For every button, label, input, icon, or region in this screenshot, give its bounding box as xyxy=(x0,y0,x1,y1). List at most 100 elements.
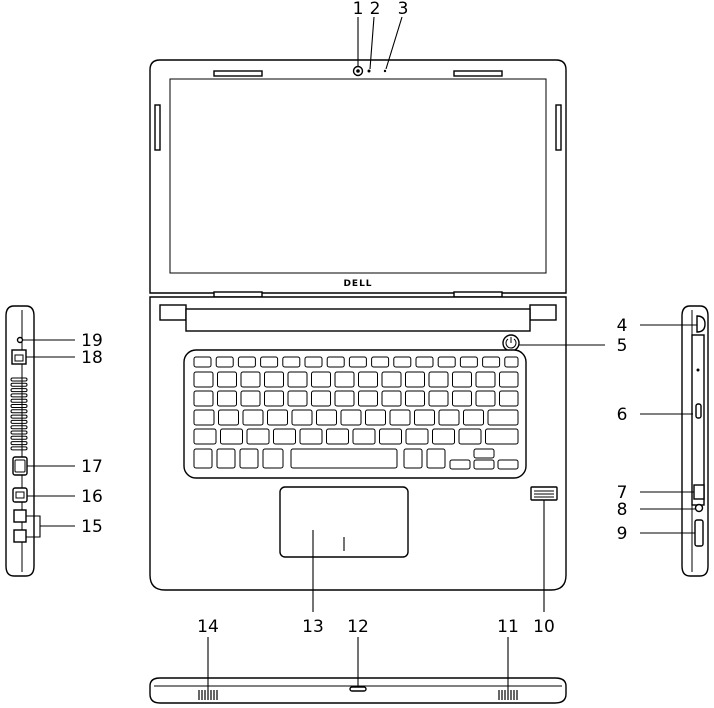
key[interactable] xyxy=(452,371,472,388)
key[interactable] xyxy=(428,371,449,388)
vent-slot xyxy=(10,404,28,408)
key[interactable] xyxy=(291,409,313,426)
antenna-bottom-right xyxy=(453,291,503,298)
key[interactable] xyxy=(504,356,519,368)
key[interactable] xyxy=(193,390,214,407)
key[interactable] xyxy=(405,371,425,388)
vent-slot xyxy=(10,377,28,382)
key[interactable] xyxy=(499,371,519,388)
key[interactable] xyxy=(389,409,411,426)
key[interactable] xyxy=(340,409,362,426)
key[interactable] xyxy=(220,428,243,445)
key[interactable] xyxy=(193,428,217,445)
key[interactable] xyxy=(242,409,264,426)
key[interactable] xyxy=(299,428,323,445)
key[interactable] xyxy=(287,390,308,407)
key[interactable] xyxy=(432,428,455,445)
key[interactable] xyxy=(282,356,301,368)
headset-port-icon xyxy=(694,503,704,513)
leader-3 xyxy=(385,16,403,70)
key[interactable] xyxy=(482,356,501,368)
key[interactable] xyxy=(193,409,215,426)
key[interactable] xyxy=(316,409,337,426)
key[interactable] xyxy=(405,428,429,445)
usb-port-right-icon xyxy=(693,484,705,500)
microphone-icon xyxy=(383,69,387,73)
key[interactable] xyxy=(414,409,435,426)
key[interactable] xyxy=(381,371,402,388)
arrow-key[interactable] xyxy=(473,459,495,470)
vent-slot xyxy=(10,419,28,424)
key[interactable] xyxy=(290,448,398,469)
key[interactable] xyxy=(215,356,234,368)
key[interactable] xyxy=(485,428,519,445)
antenna-right xyxy=(555,104,562,151)
key[interactable] xyxy=(365,409,386,426)
key[interactable] xyxy=(487,409,519,426)
optical-drive-light-icon xyxy=(696,368,700,372)
key[interactable] xyxy=(193,448,213,469)
key[interactable] xyxy=(326,428,349,445)
key[interactable] xyxy=(193,371,214,388)
key[interactable] xyxy=(193,356,212,368)
key[interactable] xyxy=(311,390,331,407)
arrow-key[interactable] xyxy=(473,448,495,459)
key[interactable] xyxy=(264,371,284,388)
key[interactable] xyxy=(352,428,376,445)
key[interactable] xyxy=(358,371,378,388)
key[interactable] xyxy=(348,356,367,368)
key[interactable] xyxy=(459,356,478,368)
key[interactable] xyxy=(458,428,482,445)
optical-drive-eject-button[interactable] xyxy=(695,403,702,419)
key[interactable] xyxy=(334,390,355,407)
arrow-key[interactable] xyxy=(449,459,471,470)
key[interactable] xyxy=(405,390,425,407)
key[interactable] xyxy=(262,448,284,469)
antenna-top-right xyxy=(453,70,503,77)
key[interactable] xyxy=(287,371,308,388)
key[interactable] xyxy=(403,448,423,469)
key[interactable] xyxy=(463,409,484,426)
brand-logo: DELL xyxy=(343,279,372,289)
key[interactable] xyxy=(267,409,288,426)
key[interactable] xyxy=(273,428,296,445)
key[interactable] xyxy=(334,371,355,388)
key[interactable] xyxy=(217,390,237,407)
key[interactable] xyxy=(499,390,519,407)
key[interactable] xyxy=(246,428,270,445)
vent-slot xyxy=(10,446,28,451)
keyboard-keys xyxy=(193,356,519,470)
key[interactable] xyxy=(260,356,279,368)
key[interactable] xyxy=(217,371,237,388)
key[interactable] xyxy=(437,356,456,368)
key[interactable] xyxy=(311,371,331,388)
power-icon xyxy=(505,338,517,349)
key[interactable] xyxy=(264,390,284,407)
key[interactable] xyxy=(379,428,402,445)
leader-2 xyxy=(369,16,375,70)
key[interactable] xyxy=(415,356,434,368)
key[interactable] xyxy=(239,448,259,469)
key[interactable] xyxy=(237,356,256,368)
key[interactable] xyxy=(358,390,378,407)
key[interactable] xyxy=(371,356,390,368)
touchpad[interactable] xyxy=(279,486,409,558)
arrow-key[interactable] xyxy=(497,459,519,470)
callout-16: 16 xyxy=(81,487,103,507)
key[interactable] xyxy=(438,409,460,426)
key[interactable] xyxy=(475,371,496,388)
key[interactable] xyxy=(240,390,261,407)
key[interactable] xyxy=(326,356,345,368)
key[interactable] xyxy=(428,390,449,407)
network-port-inner xyxy=(14,354,24,362)
key[interactable] xyxy=(218,409,239,426)
antenna-left xyxy=(154,104,161,151)
key[interactable] xyxy=(381,390,402,407)
key[interactable] xyxy=(426,448,446,469)
key[interactable] xyxy=(240,371,261,388)
key[interactable] xyxy=(216,448,236,469)
key[interactable] xyxy=(475,390,496,407)
key[interactable] xyxy=(304,356,323,368)
key[interactable] xyxy=(452,390,472,407)
key[interactable] xyxy=(393,356,412,368)
